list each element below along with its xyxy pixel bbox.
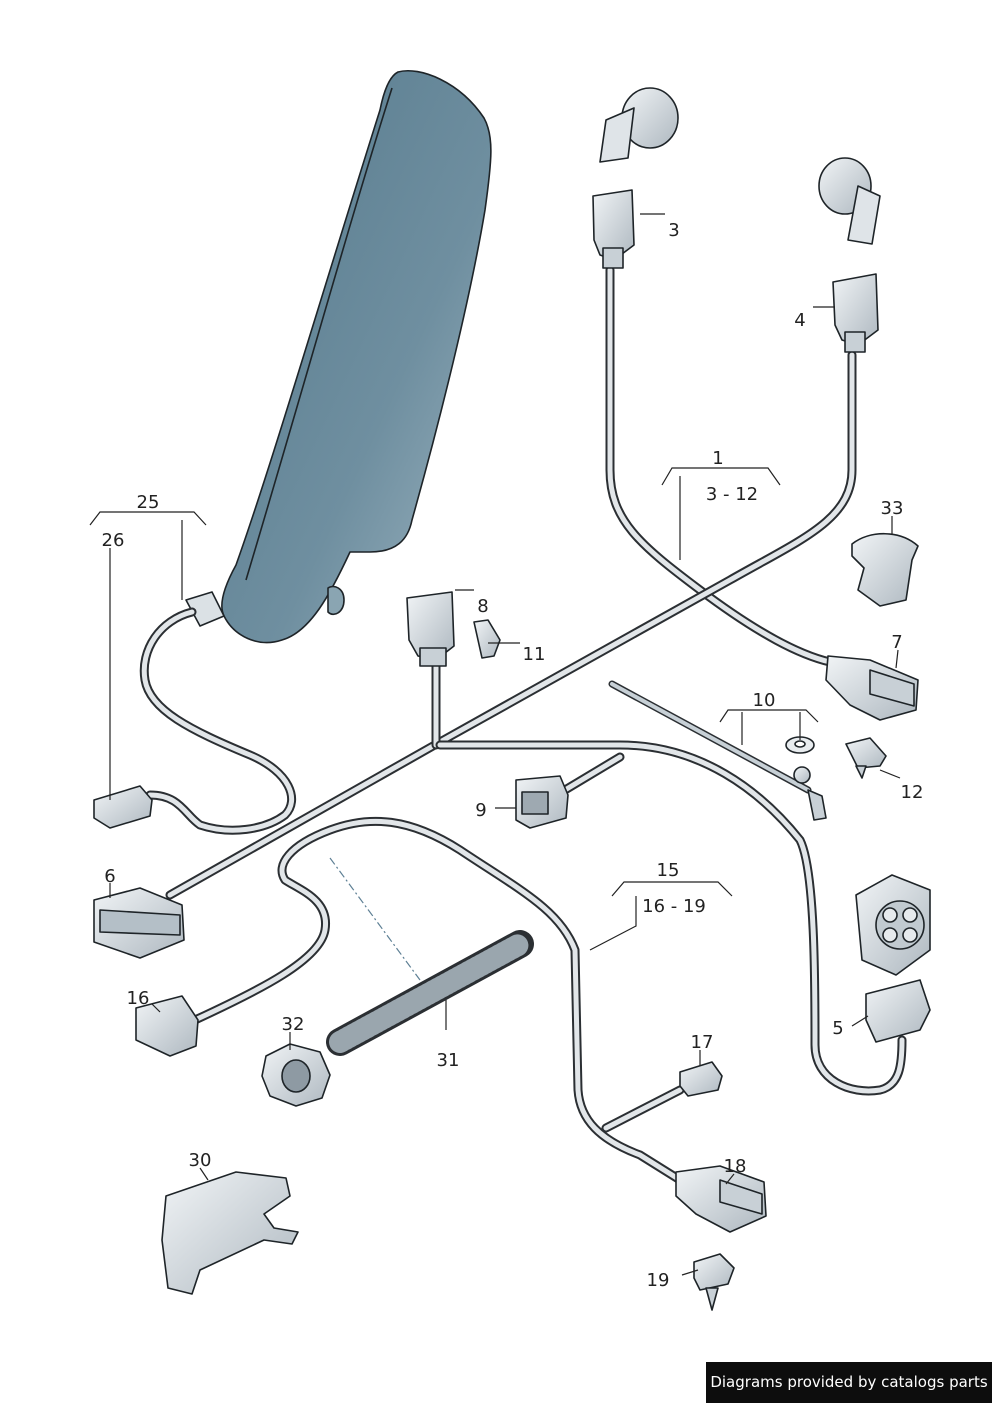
callout-leaders bbox=[89, 213, 901, 1276]
callout-32: 32 bbox=[282, 1014, 305, 1035]
callout-16: 16 bbox=[127, 988, 150, 1009]
callout-7: 7 bbox=[891, 632, 902, 653]
callout-17: 17 bbox=[691, 1032, 714, 1053]
callout-26: 26 bbox=[102, 530, 125, 551]
connector-4 bbox=[832, 273, 879, 353]
callout-8: 8 bbox=[477, 596, 488, 617]
callout-12: 12 bbox=[901, 782, 924, 803]
wiring-harness-15 bbox=[190, 816, 685, 1185]
connector-16 bbox=[135, 995, 199, 1057]
callout-3: 3 bbox=[668, 220, 679, 241]
connector-6 bbox=[93, 887, 185, 959]
connector-26 bbox=[93, 785, 153, 829]
connector-7 bbox=[825, 655, 919, 721]
callout-15-range: 16 - 19 bbox=[642, 896, 706, 917]
callout-1: 1 bbox=[712, 448, 723, 469]
callout-1-range: 3 - 12 bbox=[706, 484, 758, 505]
callout-10: 10 bbox=[753, 690, 776, 711]
airbag-igniter-right bbox=[818, 157, 881, 245]
callout-5: 5 bbox=[832, 1018, 843, 1039]
conduit-31 bbox=[326, 857, 534, 1056]
callout-11: 11 bbox=[523, 644, 546, 665]
callout-19: 19 bbox=[647, 1270, 670, 1291]
callout-25: 25 bbox=[137, 492, 160, 513]
connector-3 bbox=[592, 189, 635, 269]
clip-12 bbox=[845, 737, 887, 779]
callout-30: 30 bbox=[189, 1150, 212, 1171]
callout-18: 18 bbox=[724, 1156, 747, 1177]
diagram-credit-badge: Diagrams provided by catalogs parts bbox=[706, 1362, 992, 1403]
connector-17 bbox=[679, 1061, 723, 1097]
callout-31: 31 bbox=[437, 1050, 460, 1071]
holder-33 bbox=[851, 533, 919, 607]
callout-4: 4 bbox=[794, 310, 805, 331]
connector-8 bbox=[406, 591, 455, 667]
callout-33: 33 bbox=[881, 498, 904, 519]
bracket-30 bbox=[161, 1171, 299, 1295]
wiring-harness-25 bbox=[139, 607, 297, 835]
connector-18 bbox=[675, 1165, 767, 1233]
callout-9: 9 bbox=[475, 800, 486, 821]
side-airbag-module bbox=[185, 70, 492, 644]
callout-6: 6 bbox=[104, 866, 115, 887]
connector-9 bbox=[515, 775, 569, 829]
callout-15: 15 bbox=[657, 860, 680, 881]
cable-tie-10 bbox=[608, 680, 827, 821]
airbag-igniter-top bbox=[599, 87, 679, 163]
grommet-32 bbox=[261, 1043, 331, 1107]
wiring-harness-main bbox=[165, 265, 907, 1096]
connector-5 bbox=[865, 979, 931, 1043]
clip-11 bbox=[473, 619, 501, 659]
sensor-module bbox=[855, 874, 931, 976]
clip-19 bbox=[693, 1253, 735, 1311]
